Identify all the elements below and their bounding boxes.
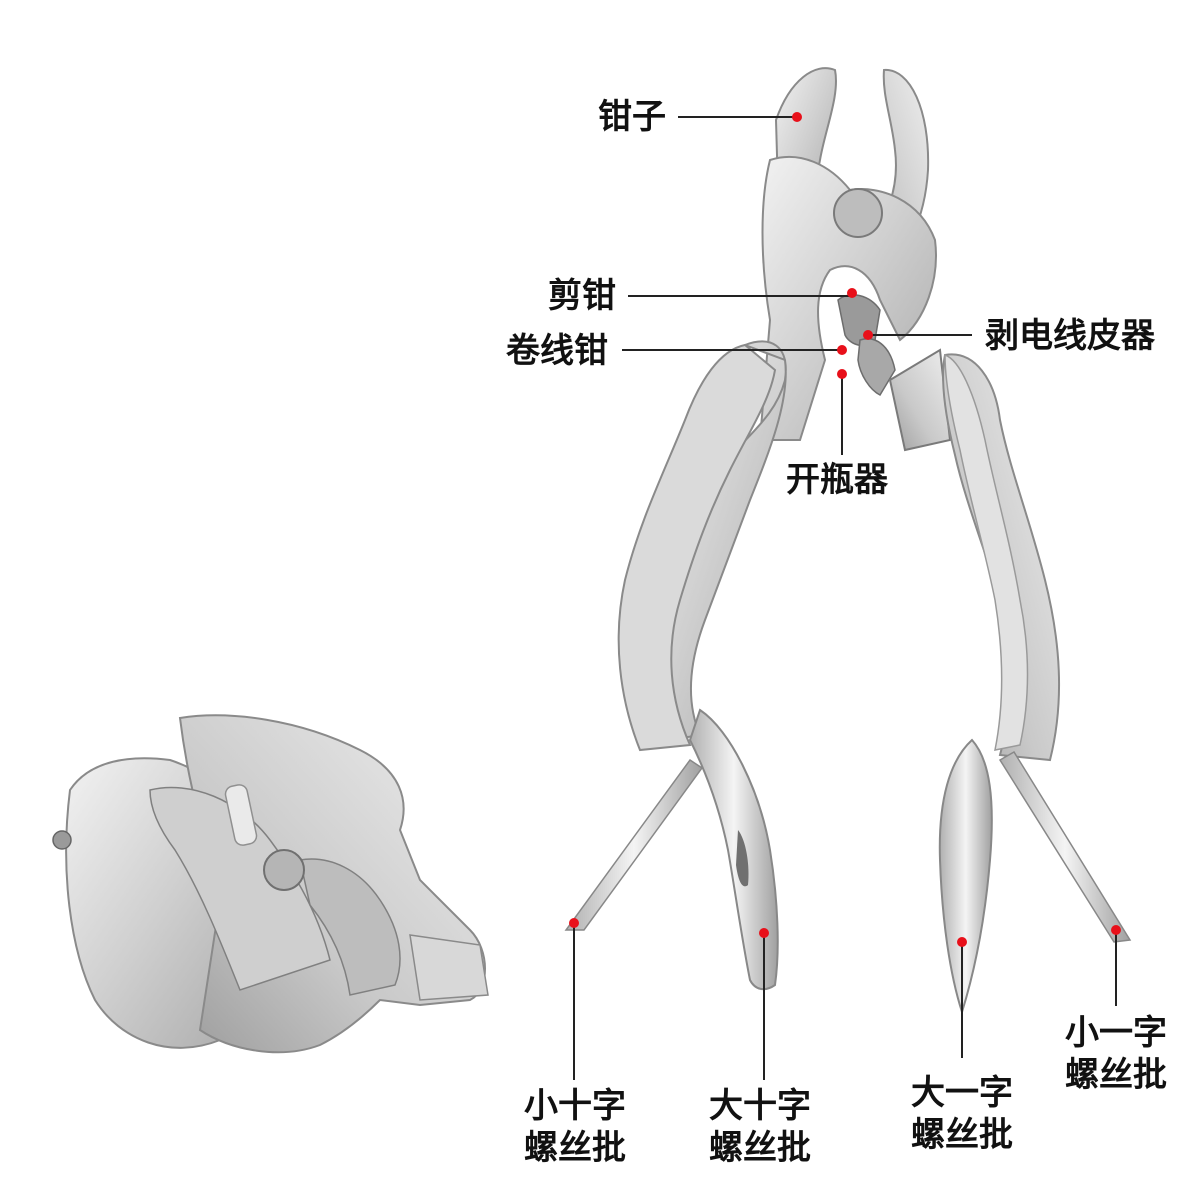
label-small-phillips: 小十字 螺丝批	[505, 1085, 645, 1169]
label-large-phillips: 大十字 螺丝批	[690, 1085, 830, 1169]
marker-pliers	[792, 112, 802, 122]
marker-small-flat	[1111, 925, 1121, 935]
small-phillips-bit	[564, 758, 704, 931]
callout-markers	[569, 112, 1121, 947]
label-large-flat-line2: 螺丝批	[911, 1115, 1013, 1155]
callout-lines	[573, 116, 1117, 1080]
marker-small-phillips	[569, 918, 579, 928]
label-large-flat: 大一字 螺丝批	[892, 1072, 1032, 1156]
handle-right	[942, 353, 1061, 762]
label-large-phillips-line2: 螺丝批	[709, 1128, 811, 1168]
label-small-flat-line1: 小一字	[1065, 1013, 1167, 1053]
folded-multitool	[52, 714, 489, 1054]
large-flat-bit	[938, 738, 993, 1016]
marker-crimper	[837, 345, 847, 355]
label-bottle-opener: 开瓶器	[786, 460, 888, 500]
marker-stripper	[863, 330, 873, 340]
handle-left	[617, 340, 787, 752]
label-small-flat-line2: 螺丝批	[1065, 1055, 1167, 1095]
label-crimper: 卷线钳	[506, 331, 608, 371]
label-large-phillips-line1: 大十字	[709, 1086, 811, 1126]
marker-bottle-opener	[837, 369, 847, 379]
marker-large-phillips	[759, 928, 769, 938]
small-flat-bit	[998, 750, 1132, 943]
marker-cutter	[847, 288, 857, 298]
label-pliers: 钳子	[598, 97, 666, 137]
label-small-flat: 小一字 螺丝批	[1046, 1012, 1186, 1096]
large-phillips-bit	[688, 708, 779, 991]
label-stripper: 剥电线皮器	[985, 316, 1155, 356]
label-small-phillips-line2: 螺丝批	[524, 1128, 626, 1168]
label-large-flat-line1: 大一字	[911, 1073, 1013, 1113]
label-small-phillips-line1: 小十字	[524, 1086, 626, 1126]
marker-large-flat	[957, 937, 967, 947]
label-cutter: 剪钳	[548, 276, 616, 316]
pliers-head	[758, 155, 952, 452]
